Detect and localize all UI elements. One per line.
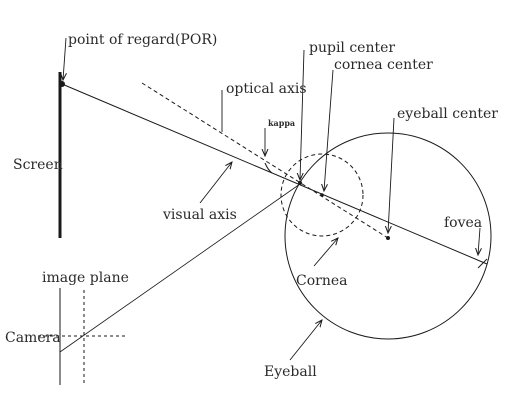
visual-axis-line: [61, 83, 488, 265]
label-cornea-center: cornea center: [334, 57, 433, 73]
label-fovea: fovea: [444, 215, 482, 231]
label-image-plane: image plane: [42, 270, 129, 286]
label-por: point of regard(POR): [68, 32, 217, 48]
arrow-eyeball: [289, 320, 322, 361]
arrow-visual-axis: [199, 162, 232, 204]
label-pupil-center: pupil center: [309, 40, 395, 56]
label-eyeball: Eyeball: [264, 364, 317, 380]
label-screen: Screen: [13, 157, 63, 173]
arrow-pupil-center: [300, 49, 305, 180]
arrow-por: [63, 37, 66, 80]
arrow-cornea-center: [324, 69, 334, 191]
arrow-eyeball-center: [388, 117, 395, 233]
fovea-arc: [477, 258, 488, 269]
label-cornea: Cornea: [296, 273, 347, 289]
arrow-cornea: [313, 238, 338, 267]
label-eyeball-center: eyeball center: [397, 106, 498, 122]
eyeball-circle: [284, 132, 492, 340]
pupil-center-point: [298, 181, 302, 185]
arrow-fovea: [478, 227, 480, 255]
kappa-arc: [264, 162, 273, 174]
label-camera: Camera: [5, 330, 61, 346]
camera-ray: [59, 183, 301, 353]
eyeball-center-point: [386, 236, 390, 240]
cornea-center-point: [320, 193, 324, 197]
cornea-circle: [280, 153, 364, 237]
label-optical-axis: optical axis: [226, 81, 307, 97]
label-kappa: kappa: [268, 118, 295, 128]
label-visual-axis: visual axis: [162, 207, 237, 223]
